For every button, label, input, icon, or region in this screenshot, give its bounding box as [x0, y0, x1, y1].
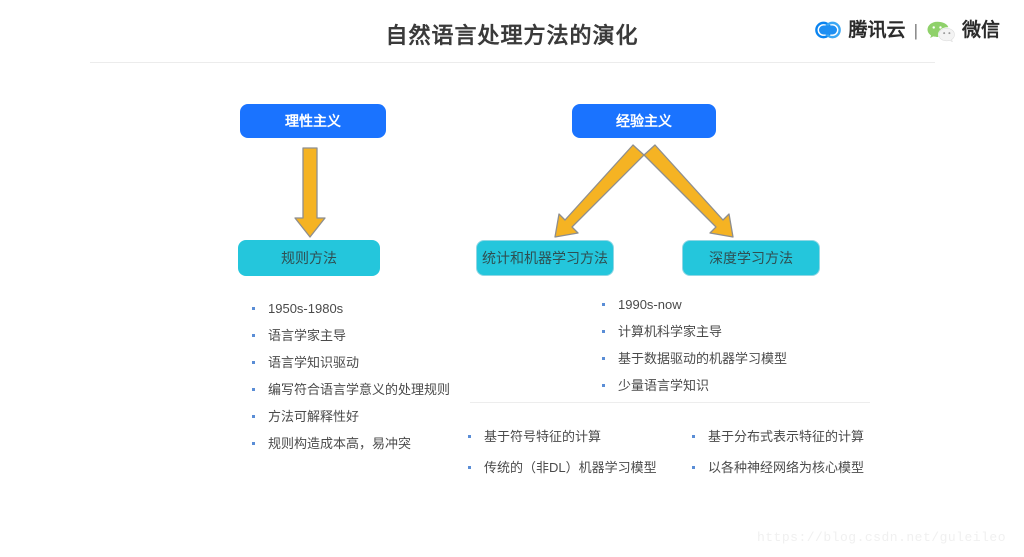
list-item: 1990s-now [600, 298, 787, 311]
bullet-dot-icon [468, 466, 471, 469]
list-item-label: 语言学家主导 [268, 328, 347, 343]
bullet-dot-icon [602, 303, 605, 306]
list-item: 规则构造成本高，易冲突 [250, 437, 450, 450]
arrow-rationalism-to-rule [294, 147, 326, 238]
list-item-label: 1950s-1980s [268, 301, 344, 316]
empiricism-bullet-list: 1990s-now 计算机科学家主导 基于数据驱动的机器学习模型 少量语言学知识 [600, 298, 787, 406]
list-item-label: 规则构造成本高，易冲突 [268, 436, 412, 451]
node-statistical-ml[interactable]: 统计和机器学习方法 [476, 240, 614, 276]
arrow-empiricism-to-deeplearning [643, 144, 734, 238]
list-item-label: 传统的（非DL）机器学习模型 [484, 460, 657, 475]
list-item: 以各种神经网络为核心模型 [690, 461, 864, 474]
list-item-label: 基于数据驱动的机器学习模型 [618, 351, 788, 366]
list-item: 基于数据驱动的机器学习模型 [600, 352, 787, 365]
list-item: 1950s-1980s [250, 302, 450, 315]
bullet-dot-icon [692, 435, 695, 438]
list-item-label: 以各种神经网络为核心模型 [708, 460, 865, 475]
node-deep-learning[interactable]: 深度学习方法 [682, 240, 820, 276]
bullet-dot-icon [602, 384, 605, 387]
brand-separator: | [913, 20, 918, 40]
wechat-icon [926, 18, 956, 42]
node-rationalism[interactable]: 理性主义 [240, 104, 386, 138]
list-item: 计算机科学家主导 [600, 325, 787, 338]
section-divider [470, 402, 870, 403]
arrow-empiricism-to-statistical [554, 144, 645, 238]
list-item-label: 计算机科学家主导 [618, 324, 723, 339]
list-item: 基于符号特征的计算 [466, 430, 657, 443]
list-item: 基于分布式表示特征的计算 [690, 430, 864, 443]
bullet-dot-icon [252, 415, 255, 418]
wechat-label: 微信 [961, 19, 1000, 41]
list-item: 传统的（非DL）机器学习模型 [466, 461, 657, 474]
watermark: https://blog.csdn.net/guleileo [756, 530, 1006, 545]
list-item-label: 语言学知识驱动 [268, 355, 360, 370]
list-item: 语言学家主导 [250, 329, 450, 342]
node-rule-method[interactable]: 规则方法 [238, 240, 380, 276]
list-item-label: 编写符合语言学意义的处理规则 [268, 382, 451, 397]
brand-logos: 腾讯云 | 微信 [813, 13, 1000, 47]
bullet-dot-icon [252, 334, 255, 337]
bullet-dot-icon [252, 388, 255, 391]
tencent-cloud-icon [813, 18, 843, 42]
page-header: 自然语言处理方法的演化 腾讯云 | 微信 [0, 0, 1024, 63]
rule-method-bullet-list: 1950s-1980s 语言学家主导 语言学知识驱动 编写符合语言学意义的处理规… [250, 302, 450, 464]
list-item: 方法可解释性好 [250, 410, 450, 423]
bullet-dot-icon [252, 442, 255, 445]
bullet-dot-icon [692, 466, 695, 469]
list-item-label: 少量语言学知识 [618, 378, 710, 393]
tencent-cloud-label: 腾讯云 [848, 19, 906, 41]
header-divider [90, 62, 935, 63]
statistical-bullet-list: 基于符号特征的计算 传统的（非DL）机器学习模型 [466, 430, 657, 492]
bullet-dot-icon [602, 330, 605, 333]
node-empiricism[interactable]: 经验主义 [572, 104, 716, 138]
list-item-label: 基于分布式表示特征的计算 [708, 429, 865, 444]
list-item: 语言学知识驱动 [250, 356, 450, 369]
list-item: 编写符合语言学意义的处理规则 [250, 383, 450, 396]
deep-learning-bullet-list: 基于分布式表示特征的计算 以各种神经网络为核心模型 [690, 430, 864, 492]
list-item-label: 方法可解释性好 [268, 409, 360, 424]
page-title: 自然语言处理方法的演化 [385, 23, 639, 48]
bullet-dot-icon [252, 307, 255, 310]
bullet-dot-icon [468, 435, 471, 438]
list-item: 少量语言学知识 [600, 379, 787, 392]
bullet-dot-icon [252, 361, 255, 364]
list-item-label: 1990s-now [618, 297, 682, 312]
list-item-label: 基于符号特征的计算 [484, 429, 602, 444]
bullet-dot-icon [602, 357, 605, 360]
